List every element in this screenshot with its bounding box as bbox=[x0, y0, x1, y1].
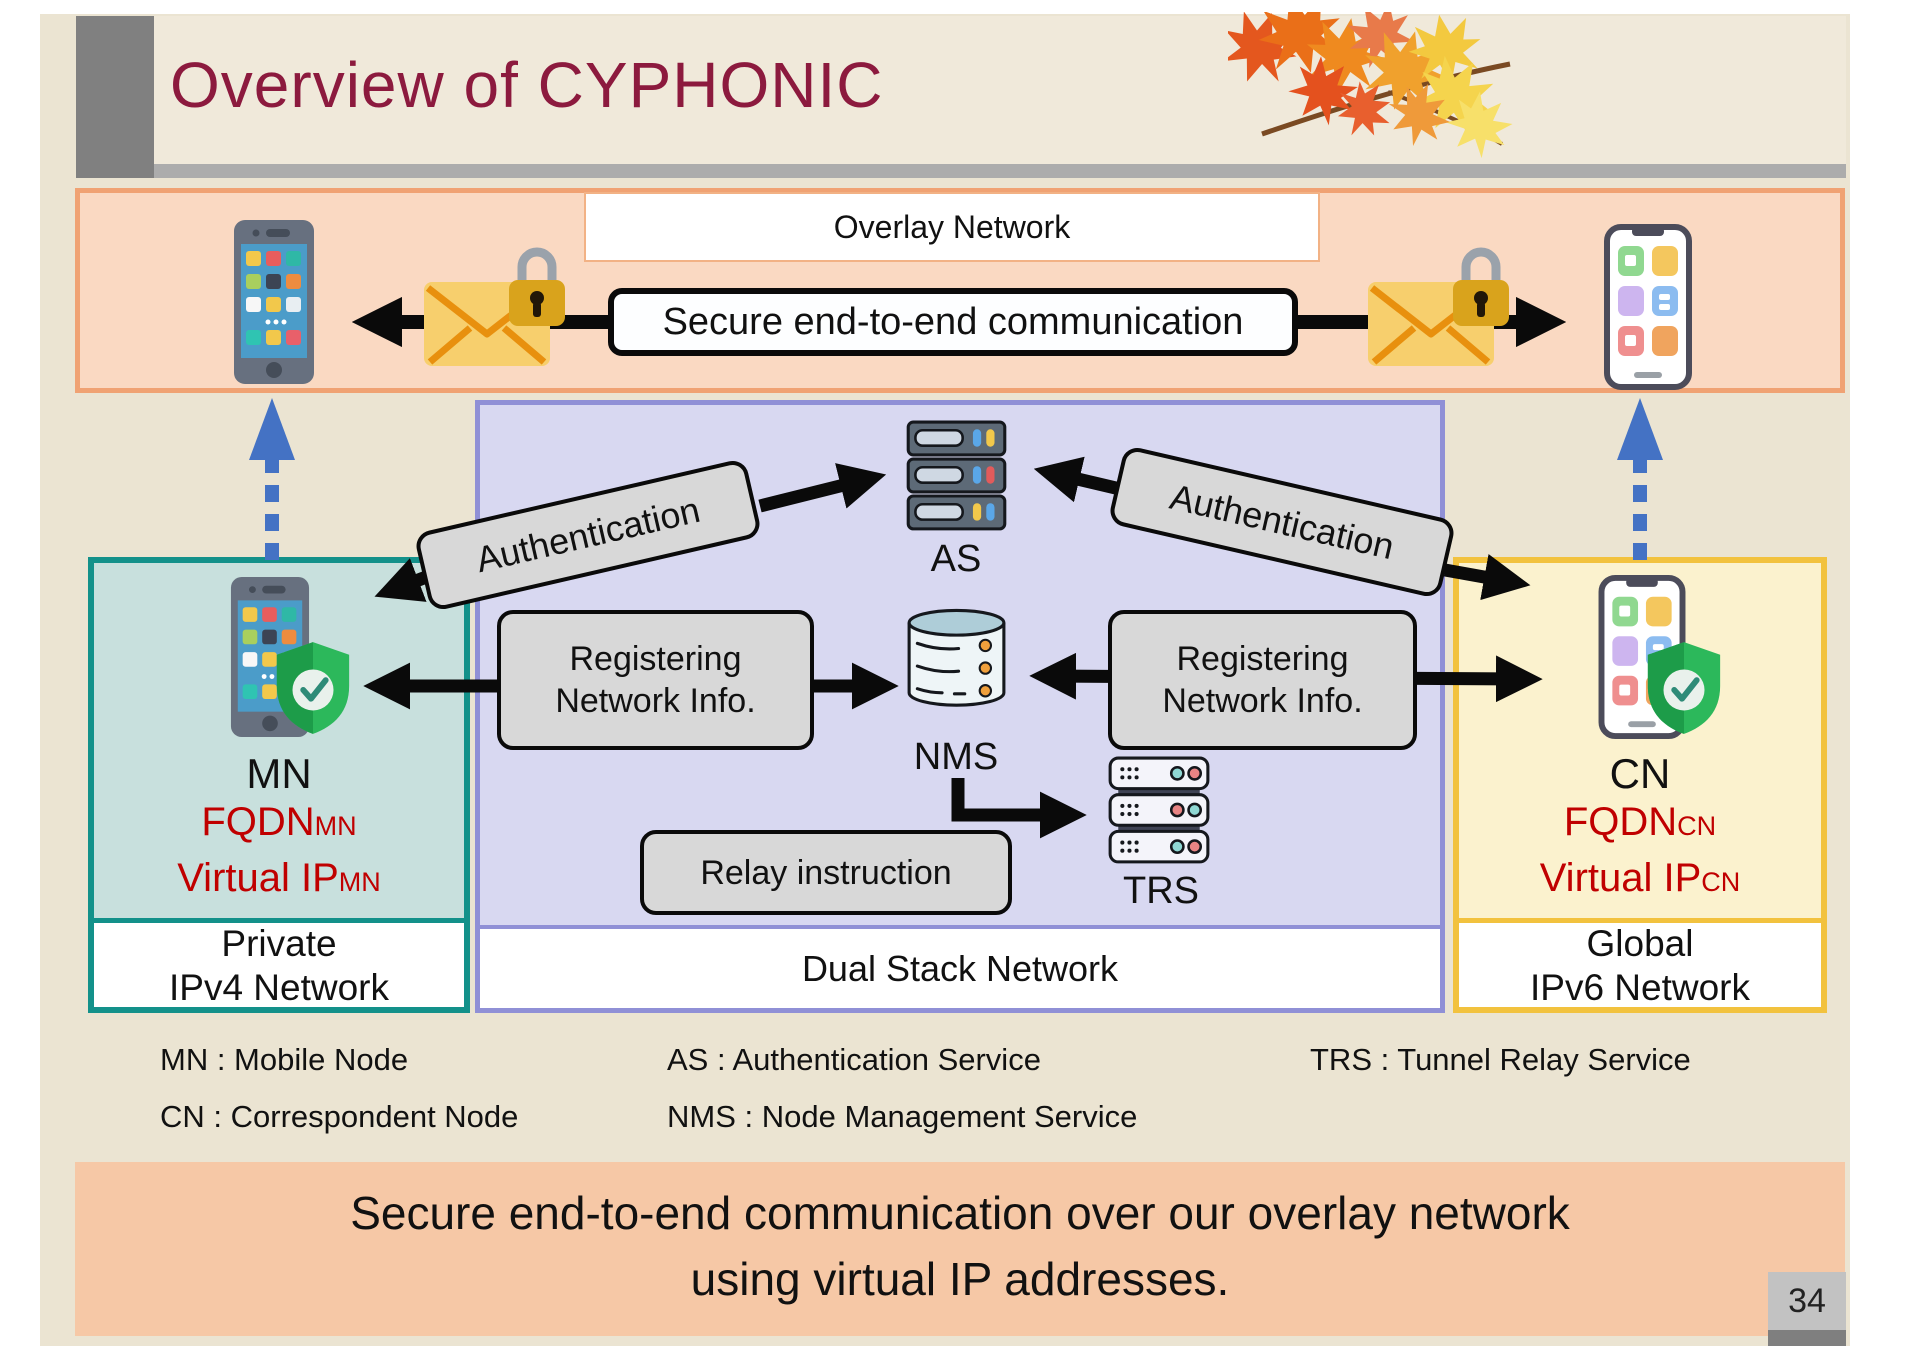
cn-fqdn: FQDNCN bbox=[1563, 800, 1717, 844]
smartphone-icon bbox=[234, 220, 314, 384]
arrow-auth-left-to-as bbox=[758, 463, 887, 513]
legend-trs: TRS : Tunnel Relay Service bbox=[1310, 1042, 1691, 1077]
trs-label: TRS bbox=[1123, 870, 1199, 912]
as-label: AS bbox=[930, 538, 982, 580]
arrow-auth-right-to-as bbox=[1033, 456, 1122, 503]
mn-label: MN bbox=[246, 750, 312, 797]
lock-icon bbox=[509, 247, 565, 326]
summary-banner bbox=[75, 1162, 1845, 1336]
secure-communication-label: Secure end-to-end communication bbox=[608, 288, 1298, 356]
node-management-database-icon bbox=[907, 608, 1006, 707]
page-number: 34 bbox=[1768, 1272, 1846, 1330]
mn-fqdn: FQDNMN bbox=[201, 800, 357, 844]
virtual-link-mn-arrowhead bbox=[249, 398, 295, 460]
arrow-nms-to-trs bbox=[951, 778, 1087, 839]
summary-line1: Secure end-to-end communication over our… bbox=[350, 1187, 1570, 1239]
legend-as: AS : Authentication Service bbox=[667, 1042, 1041, 1077]
nms-label: NMS bbox=[913, 736, 999, 778]
legend-nms: NMS : Node Management Service bbox=[667, 1099, 1138, 1134]
cn-virtual-ip: Virtual IPCN bbox=[1539, 856, 1741, 900]
mn-network-strip bbox=[94, 918, 464, 1007]
security-shield-icon bbox=[276, 642, 350, 734]
title-accent-square bbox=[76, 16, 154, 178]
virtual-link-cn-arrowhead bbox=[1617, 398, 1663, 460]
registering-label-right: Registering Network Info. bbox=[1108, 610, 1417, 750]
overlay-network-label: Overlay Network bbox=[584, 192, 1320, 262]
summary-line2: using virtual IP addresses. bbox=[690, 1253, 1230, 1305]
smartphone-icon bbox=[1604, 224, 1692, 390]
mn-virtual-ip: Virtual IPMN bbox=[177, 856, 381, 900]
title-underline-strip bbox=[154, 164, 1846, 178]
cn-network-label: Global IPv6 Network bbox=[1529, 923, 1750, 1008]
title-band bbox=[154, 16, 1846, 164]
autumn-leaves-decoration bbox=[1228, 12, 1514, 162]
legend-mn: MN : Mobile Node bbox=[160, 1042, 409, 1077]
cn-network-strip bbox=[1459, 918, 1821, 1007]
security-shield-icon bbox=[1647, 642, 1721, 734]
page-number-shadow bbox=[1768, 1330, 1846, 1346]
mn-network-label: Private IPv4 Network bbox=[168, 923, 389, 1008]
authentication-server-icon bbox=[906, 420, 1007, 531]
cn-label: CN bbox=[1609, 750, 1671, 797]
dual-stack-network-label: Dual Stack Network bbox=[480, 925, 1440, 1008]
relay-instruction-label: Relay instruction bbox=[640, 830, 1012, 915]
lock-icon bbox=[1453, 247, 1509, 326]
page-title: Overview of CYPHONIC bbox=[170, 49, 884, 121]
legend-cn: CN : Correspondent Node bbox=[160, 1099, 519, 1134]
registering-label-left: Registering Network Info. bbox=[497, 610, 814, 750]
arrow-auth-to-cn bbox=[1443, 554, 1531, 601]
tunnel-relay-server-icon bbox=[1108, 756, 1210, 864]
